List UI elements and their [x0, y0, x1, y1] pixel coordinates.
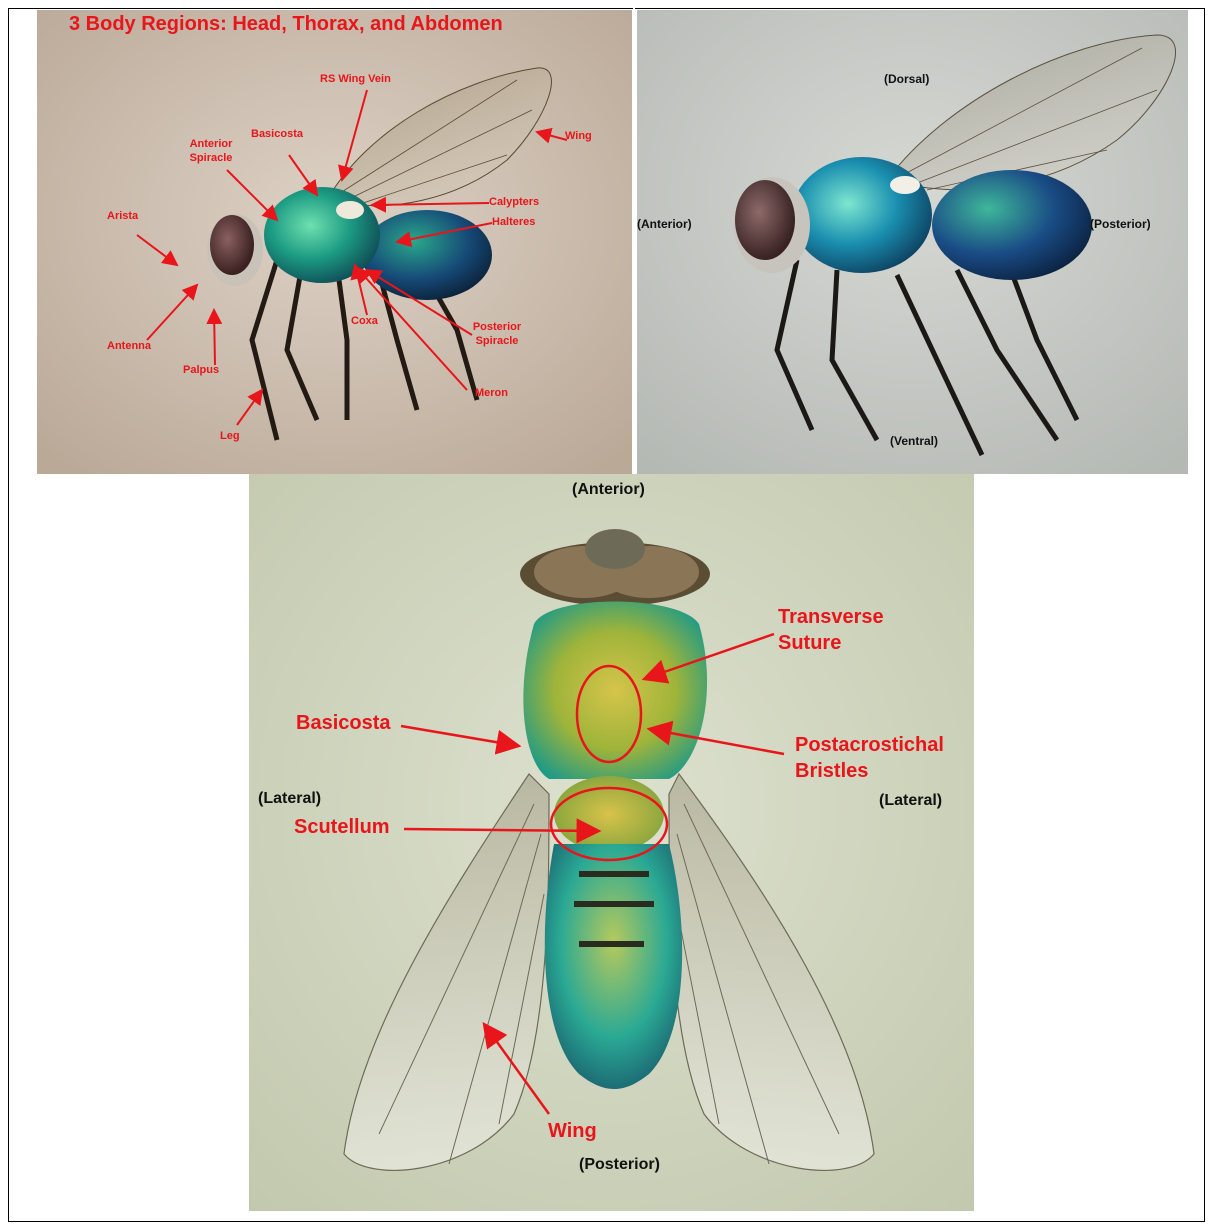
label-wing: Wing: [565, 130, 592, 142]
label-antenna: Antenna: [107, 340, 151, 352]
lateral-anatomy-panel: 3 Body Regions: Head, Thorax, and Abdome…: [37, 10, 632, 474]
label-dorsal: (Dorsal): [884, 72, 929, 86]
label-anterior-spiracle: Anterior Spiracle: [181, 137, 241, 165]
panel-divider: [633, 8, 635, 474]
label-basicosta: Basicosta: [296, 712, 391, 735]
label-ventral: (Ventral): [890, 434, 938, 448]
label-basicosta: Basicosta: [251, 128, 303, 140]
label-anterior: (Anterior): [637, 217, 692, 231]
label-halteres: Halteres: [492, 216, 535, 228]
label-calypters: Calypters: [489, 196, 539, 208]
label-transverse-suture: Transverse Suture: [778, 604, 898, 656]
panel-title: 3 Body Regions: Head, Thorax, and Abdome…: [69, 13, 503, 36]
label-lateral-right: (Lateral): [879, 792, 942, 810]
label-meron: Meron: [475, 387, 508, 399]
label-arista: Arista: [107, 210, 138, 222]
label-postacrostichal-bristles: Postacrostichal Bristles: [795, 732, 974, 784]
label-rs-wing-vein: RS Wing Vein: [320, 73, 391, 85]
label-posterior: (Posterior): [579, 1156, 660, 1174]
label-lateral-left: (Lateral): [258, 790, 321, 808]
label-leg: Leg: [220, 430, 240, 442]
label-palpus: Palpus: [183, 364, 219, 376]
orientation-panel: (Dorsal) (Anterior) (Posterior) (Ventral…: [637, 10, 1188, 474]
dorsal-fly-photo: [249, 474, 974, 1211]
label-coxa: Coxa: [351, 315, 378, 327]
dorsal-view-panel: (Anterior) Transverse Suture Basicosta P…: [249, 474, 974, 1211]
label-posterior-spiracle: Posterior Spiracle: [467, 320, 527, 348]
label-scutellum: Scutellum: [294, 816, 390, 839]
label-wing: Wing: [548, 1120, 597, 1143]
label-posterior: (Posterior): [1090, 217, 1151, 231]
label-anterior: (Anterior): [572, 481, 645, 499]
